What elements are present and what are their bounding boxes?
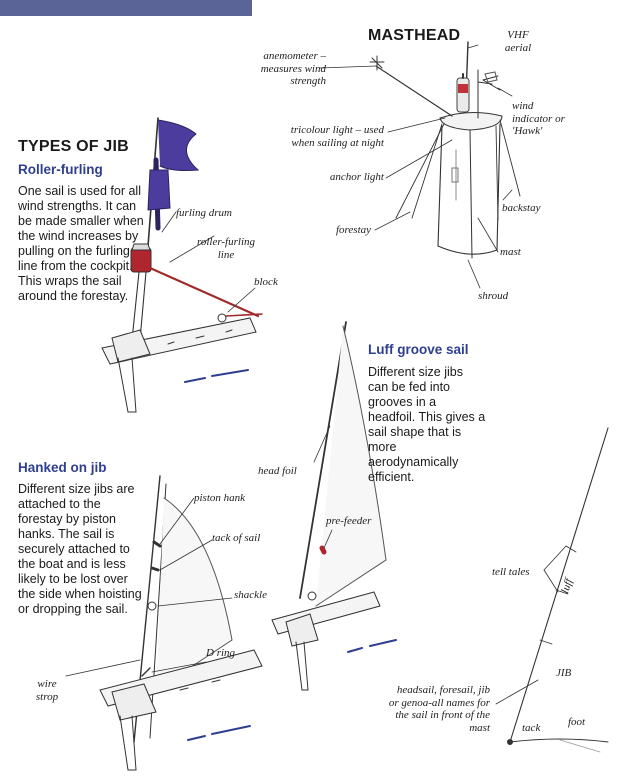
label-anemometer: anemometer – measures wind strength [248, 50, 326, 88]
roller-furling-paragraph: One sail is used for all wind strengths.… [18, 184, 150, 304]
label-d-ring: D ring [206, 647, 235, 660]
label-roller-furling-line: roller-furling line [196, 236, 256, 261]
label-wire-strop: wire strop [28, 678, 66, 703]
label-shackle: shackle [234, 589, 267, 602]
label-anchor-light: anchor light [306, 171, 384, 184]
label-backstay: backstay [502, 202, 540, 215]
label-tack-of-sail: tack of sail [212, 532, 260, 545]
roller-leaders [162, 212, 255, 312]
label-furling-drum: furling drum [176, 207, 232, 220]
hanked-on-jib-heading: Hanked on jib [18, 460, 107, 475]
luff-groove-sail-heading: Luff groove sail [368, 342, 469, 357]
label-headsail-names: headsail, foresail, jib or genoa-all nam… [388, 684, 490, 734]
label-shroud: shroud [478, 290, 508, 303]
label-tell-tales: tell tales [492, 566, 530, 579]
label-piston-hank: piston hank [194, 492, 245, 505]
label-forestay: forestay [336, 224, 371, 237]
masthead-leaders [320, 45, 512, 288]
label-tack: tack [522, 722, 540, 735]
luff-groove-paragraph: Different size jibs can be fed into groo… [368, 365, 486, 485]
label-wind-indicator: wind indicator or 'Hawk' [512, 100, 572, 138]
label-jib: JIB [556, 667, 571, 680]
masthead-heading: MASTHEAD [368, 27, 460, 45]
label-tricolour-light: tricolour light – used when sailing at n… [268, 124, 384, 149]
jib-illustration [508, 428, 609, 752]
roller-furling-heading: Roller-furling [18, 162, 103, 177]
label-vhf-aerial: VHF aerial [498, 29, 538, 54]
types-of-jib-heading: TYPES OF JIB [18, 138, 129, 156]
hanked-on-jib-paragraph: Different size jibs are attached to the … [18, 482, 148, 617]
label-head-foil: head foil [258, 465, 297, 478]
label-block: block [254, 276, 278, 289]
label-pre-feeder: pre-feeder [326, 515, 371, 528]
label-foot: foot [568, 716, 585, 729]
label-mast: mast [500, 246, 521, 259]
masthead-illustration [370, 42, 520, 258]
